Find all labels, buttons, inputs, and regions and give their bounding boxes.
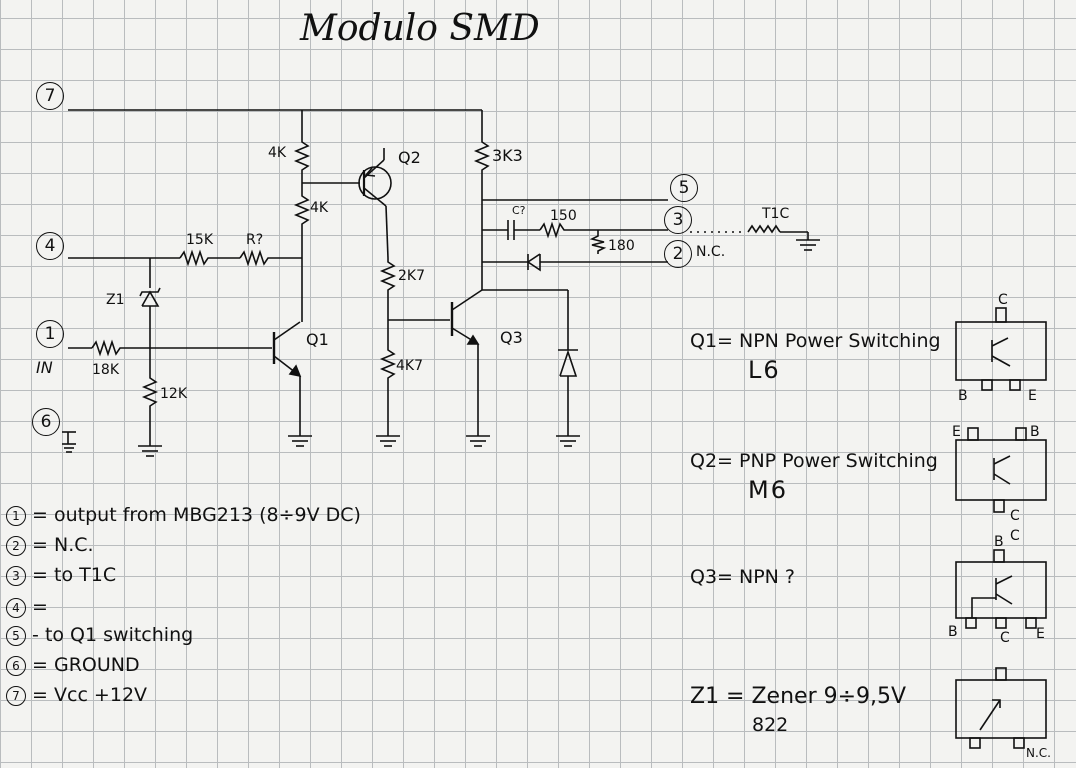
legend-item-5: 5 - to Q1 switching bbox=[6, 624, 193, 646]
legend-item-1: 1 = output from MBG213 (8÷9V DC) bbox=[6, 504, 361, 526]
q2-transistor bbox=[358, 166, 392, 200]
q2-description: Q2= PNP Power Switching bbox=[690, 450, 938, 472]
diode-nc bbox=[526, 253, 541, 272]
pkg-q2-b: B bbox=[1030, 424, 1040, 440]
label-4k7: 4K7 bbox=[396, 358, 423, 374]
label-12k: 12K bbox=[160, 386, 187, 402]
zener-z1 bbox=[141, 290, 160, 307]
legend-num-5: 5 bbox=[6, 625, 26, 646]
legend-item-6: 6 = GROUND bbox=[6, 654, 140, 676]
diagram-title: Modulo SMD bbox=[300, 8, 540, 49]
pkg-q2-c: C bbox=[1010, 508, 1020, 524]
label-4k-top: 4K bbox=[268, 145, 287, 161]
label-rq: R? bbox=[246, 232, 264, 248]
label-150: 150 bbox=[550, 208, 577, 224]
diode-protection bbox=[559, 349, 578, 377]
z1-code: 822 bbox=[752, 714, 789, 736]
legend-num-6: 6 bbox=[6, 655, 26, 676]
label-4k-mid: 4K bbox=[310, 200, 329, 216]
label-nc: N.C. bbox=[696, 244, 726, 260]
pin-6: 6 bbox=[32, 408, 60, 436]
resistor-150 bbox=[539, 221, 668, 239]
label-q2: Q2 bbox=[398, 148, 421, 167]
pin-5: 5 bbox=[670, 174, 698, 202]
label-q1: Q1 bbox=[306, 330, 329, 349]
legend-text-7: = Vcc +12V bbox=[32, 684, 148, 706]
legend-item-2: 2 = N.C. bbox=[6, 534, 94, 556]
legend-text-1: = output from MBG213 (8÷9V DC) bbox=[32, 504, 361, 526]
label-2k7: 2K7 bbox=[398, 268, 425, 284]
legend-text-6: = GROUND bbox=[32, 654, 140, 676]
pkg-z1-nc: N.C. bbox=[1026, 746, 1051, 760]
q2-code: M6 bbox=[748, 476, 788, 504]
label-z1: Z1 bbox=[106, 292, 125, 308]
label-q3: Q3 bbox=[500, 328, 523, 347]
label-180: 180 bbox=[608, 238, 635, 254]
legend-text-3: = to T1C bbox=[32, 564, 117, 586]
pkg-q3-b: B bbox=[948, 624, 958, 640]
pin-3: 3 bbox=[664, 206, 692, 234]
legend-text-4: = bbox=[32, 596, 48, 618]
z1-description: Z1 = Zener 9÷9,5V bbox=[690, 684, 907, 709]
label-3k3: 3K3 bbox=[492, 146, 523, 165]
resistor-2k7 bbox=[379, 258, 397, 320]
coil-t1c bbox=[747, 224, 781, 234]
resistor-4k7 bbox=[379, 320, 397, 436]
resistor-rq bbox=[239, 249, 302, 267]
label-18k: 18K bbox=[92, 362, 119, 378]
pkg-q2-e: E bbox=[952, 424, 961, 440]
label-15k: 15K bbox=[186, 232, 213, 248]
pkg-q3-c-top: C bbox=[1010, 528, 1020, 544]
legend-item-4: 4 = bbox=[6, 596, 48, 618]
pin-1: 1 bbox=[36, 320, 64, 348]
resistor-18k bbox=[91, 339, 208, 357]
label-t1c: T1C bbox=[762, 206, 790, 222]
resistor-12k bbox=[141, 348, 159, 436]
legend-num-2: 2 bbox=[6, 535, 26, 556]
legend-num-7: 7 bbox=[6, 685, 26, 706]
resistor-3k3 bbox=[473, 138, 491, 290]
pkg-q1-b: B bbox=[958, 388, 968, 404]
resistor-4k-mid bbox=[293, 183, 311, 258]
legend-item-7: 7 = Vcc +12V bbox=[6, 684, 147, 706]
package-q2 bbox=[955, 427, 1047, 513]
q1-code: L6 bbox=[748, 356, 781, 384]
package-q3 bbox=[955, 549, 1047, 629]
pkg-q3-e: E bbox=[1036, 626, 1045, 642]
q3-description: Q3= NPN ? bbox=[690, 566, 796, 588]
resistor-15k bbox=[179, 249, 240, 267]
legend-num-1: 1 bbox=[6, 505, 26, 526]
q1-description: Q1= NPN Power Switching bbox=[690, 330, 941, 352]
pkg-q3-b-top: B bbox=[994, 534, 1004, 550]
legend-num-3: 3 bbox=[6, 565, 26, 586]
pin-2: 2 bbox=[664, 240, 692, 268]
pkg-q1-e: E bbox=[1028, 388, 1037, 404]
pkg-q1-c: C bbox=[998, 292, 1008, 308]
resistor-180 bbox=[589, 230, 607, 254]
package-q1 bbox=[955, 307, 1047, 391]
legend-text-2: = N.C. bbox=[32, 534, 94, 556]
resistor-4k-top bbox=[293, 138, 311, 183]
legend-text-5: - to Q1 switching bbox=[32, 624, 194, 646]
label-cap: C? bbox=[512, 204, 526, 217]
pin-7: 7 bbox=[36, 82, 64, 110]
pin-4: 4 bbox=[36, 232, 64, 260]
package-z1 bbox=[955, 667, 1047, 749]
legend-item-3: 3 = to T1C bbox=[6, 564, 116, 586]
pkg-q3-c: C bbox=[1000, 630, 1010, 646]
legend-num-4: 4 bbox=[6, 597, 26, 618]
label-in: IN bbox=[36, 358, 53, 377]
